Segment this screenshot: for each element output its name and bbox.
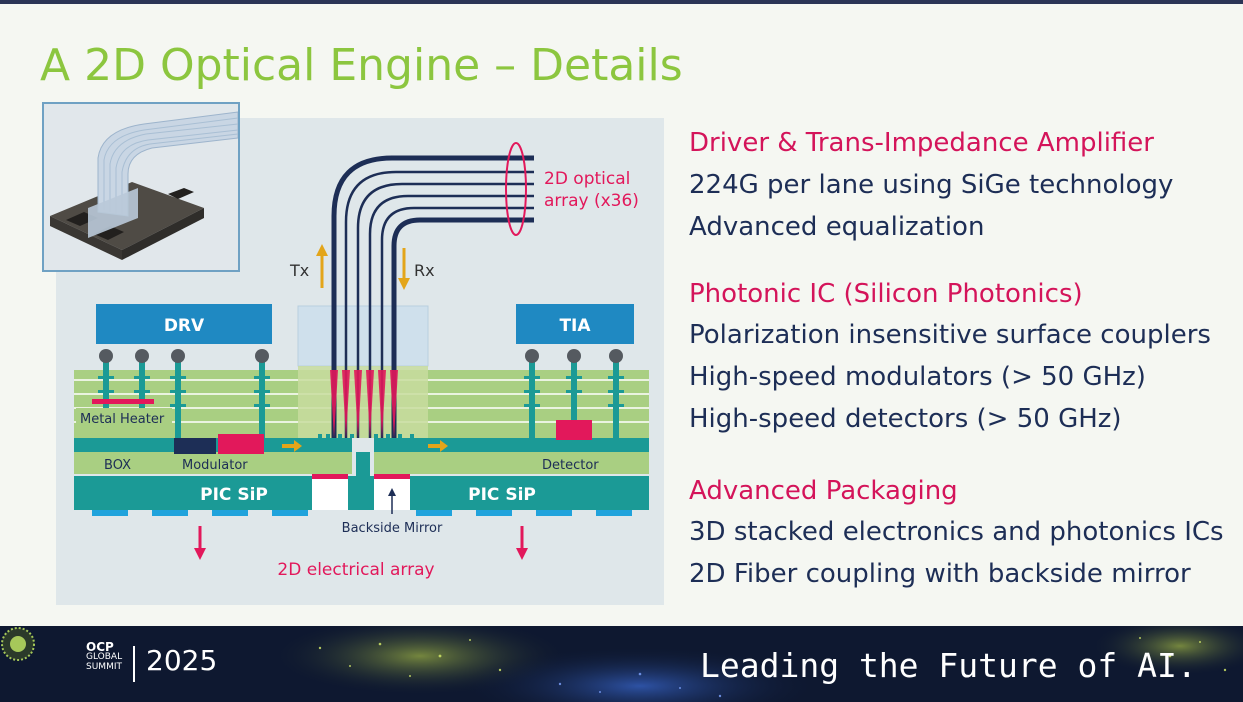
section-line: 2D Fiber coupling with backside mirror	[689, 559, 1191, 589]
section-heading-packaging: Advanced Packaging	[689, 476, 958, 506]
mirror-right	[374, 474, 410, 479]
ocp-wordmark-line: GLOBAL	[86, 652, 122, 662]
center-via-fill	[356, 452, 370, 476]
footer-divider	[133, 646, 135, 682]
optical-array-label-2: array (x36)	[544, 191, 639, 211]
backside-mirror-label: Backside Mirror	[342, 521, 443, 536]
section-line: 3D stacked electronics and photonics ICs	[689, 517, 1224, 547]
section-line: 224G per lane using SiGe technology	[689, 170, 1173, 200]
rx-arrow-head	[398, 278, 410, 290]
tia-label: TIA	[559, 316, 591, 336]
metal-heater-label: Metal Heater	[80, 412, 165, 427]
module-photo	[42, 102, 240, 272]
footer-banner: OCP GLOBAL SUMMIT 2025 Leading the Futur…	[0, 626, 1243, 702]
ocp-wordmark-line: SUMMIT	[86, 662, 122, 672]
detector-label: Detector	[542, 458, 599, 473]
section-heading-photonic: Photonic IC (Silicon Photonics)	[689, 279, 1083, 309]
mirror-left	[312, 474, 348, 479]
optical-array-label-1: 2D optical	[544, 169, 630, 189]
slide-title: A 2D Optical Engine – Details	[40, 40, 683, 91]
tx-arrow-head	[316, 244, 328, 256]
detector-block	[556, 420, 592, 440]
drv-label: DRV	[164, 316, 205, 336]
modulator-label: Modulator	[182, 458, 248, 473]
footer-tagline: Leading the Future of AI.	[700, 646, 1197, 685]
modulator-p	[218, 434, 264, 454]
rx-label: Rx	[414, 261, 435, 280]
pic-substrate	[74, 476, 649, 510]
bottom-pads	[92, 510, 632, 516]
ocp-wordmark: OCP GLOBAL SUMMIT	[86, 642, 122, 672]
section-line: Advanced equalization	[689, 212, 984, 242]
section-heading-driver: Driver & Trans-Impedance Amplifier	[689, 128, 1154, 158]
metal-heater	[92, 399, 154, 404]
coupler-region	[298, 366, 428, 438]
top-border	[0, 0, 1243, 4]
fiber-block	[298, 306, 428, 366]
footer-year: 2025	[146, 644, 217, 677]
modulator-n	[174, 438, 216, 454]
tx-label: Tx	[289, 261, 309, 280]
section-line: High-speed modulators (> 50 GHz)	[689, 362, 1146, 392]
box-label: BOX	[104, 458, 131, 473]
pic-right-label: PIC SiP	[468, 485, 536, 505]
module-illustration	[44, 104, 238, 270]
section-line: High-speed detectors (> 50 GHz)	[689, 404, 1122, 434]
mirror-cavity-left	[312, 476, 348, 510]
section-line: Polarization insensitive surface coupler…	[689, 320, 1211, 350]
ocp-wordmark-line: OCP	[86, 642, 122, 652]
electrical-array-label: 2D electrical array	[277, 560, 434, 580]
pic-left-label: PIC SiP	[200, 485, 268, 505]
ocp-logo-icon	[0, 626, 36, 662]
